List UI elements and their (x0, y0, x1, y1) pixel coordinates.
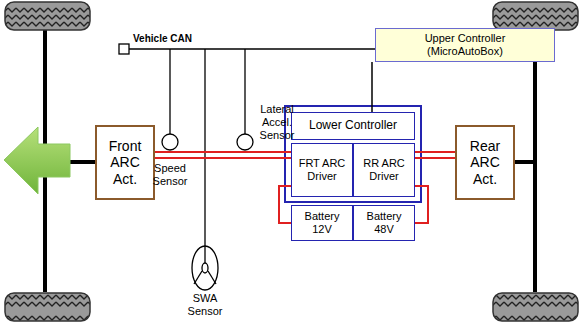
sensor-label: Speed Sensor (146, 162, 194, 188)
power-wire (155, 152, 291, 158)
component-box: RR ARC Driver (353, 143, 415, 197)
component-box: Rear ARC Act. (455, 125, 515, 200)
can-bus (119, 44, 375, 246)
box-label: Rear ARC Act. (459, 138, 511, 186)
box-label: Upper Controller (MicroAutoBox) (415, 32, 515, 57)
component-box: Upper Controller (MicroAutoBox) (375, 28, 555, 62)
box-label: Battery 48V (356, 210, 412, 235)
box-label: Battery 12V (294, 210, 350, 235)
component-box: Battery 12V (291, 205, 353, 241)
box-label: Front ARC Act. (99, 138, 151, 186)
lateral-accel-sensor-symbol (237, 134, 253, 150)
sensor-label: Lateral Accel. Sensor (252, 103, 302, 143)
power-wire (415, 152, 455, 158)
component-box: Lower Controller (291, 112, 415, 140)
box-label: Lower Controller (309, 119, 397, 133)
component-box: FRT ARC Driver (291, 143, 353, 197)
box-label: RR ARC Driver (355, 157, 413, 182)
controller-frame (285, 106, 421, 202)
sensor-label: SWA Sensor (182, 292, 228, 318)
power-wire (279, 186, 291, 223)
direction-arrow (4, 127, 70, 194)
axle (45, 30, 535, 292)
steering-wheel-symbol (192, 246, 218, 290)
sensor-label: Vehicle CAN (133, 33, 213, 45)
component-box: Front ARC Act. (95, 125, 155, 200)
speed-sensor-symbol (162, 134, 178, 150)
component-box: Battery 48V (353, 205, 415, 241)
box-label: FRT ARC Driver (293, 157, 351, 182)
power-wire (415, 186, 428, 223)
signal-line (371, 62, 373, 112)
tire (5, 2, 578, 321)
